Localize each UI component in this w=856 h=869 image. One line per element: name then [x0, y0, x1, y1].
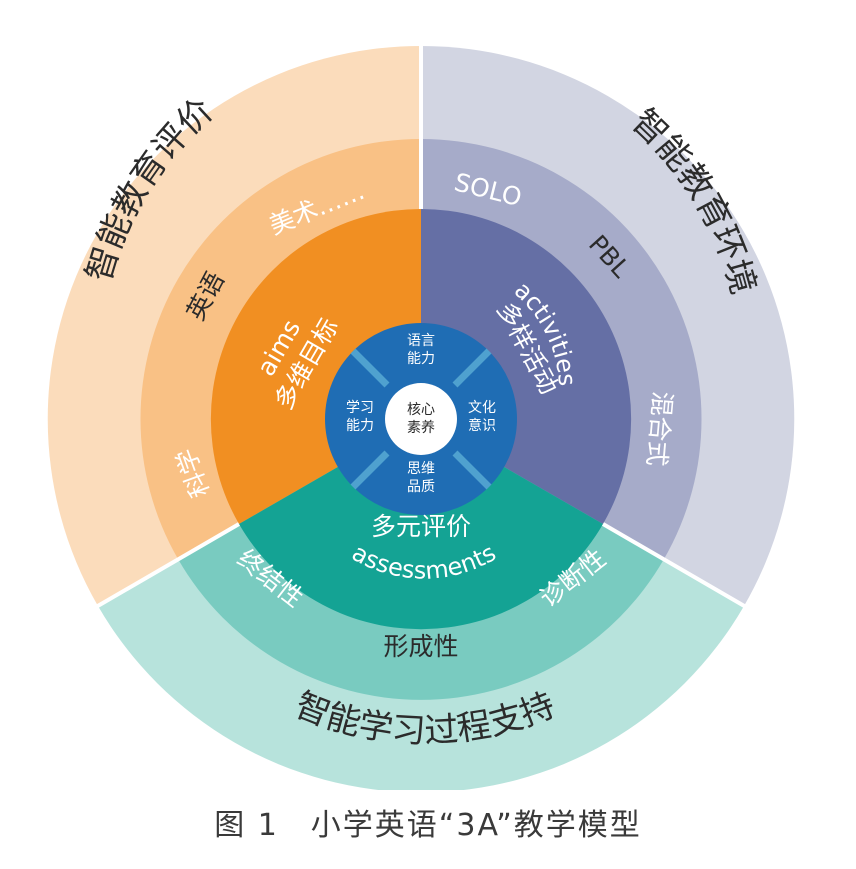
ring-dividers [94, 44, 748, 609]
inner-ring [210, 208, 632, 630]
inner-ring-segment-assessments [239, 419, 603, 630]
divider-lower-left [94, 522, 241, 609]
core-divider-se [452, 450, 492, 490]
core-label-culture-2: 意识 [468, 417, 496, 434]
center-label-core-2: 素养 [407, 420, 435, 436]
middle-label-formative: 形成性 [383, 632, 458, 661]
core-labels: 语言 能力 文化 意识 思维 品质 学习 能力 [346, 333, 496, 495]
core-center-disc [385, 383, 457, 455]
core-divider-nw [350, 348, 390, 388]
core-label-language-1: 语言 [407, 333, 435, 349]
3a-model-diagram: 智能教育评价 智能教育环境 智能学习过程支持 美术…… 英语 科学 SOLO P… [47, 44, 795, 790]
core-ring [325, 323, 517, 515]
core-divider-sw [350, 450, 390, 490]
core-divider-ne [452, 348, 492, 388]
center-label-core-1: 核心 [407, 402, 435, 418]
figure-caption: 图 1 小学英语“3A”教学模型 [214, 808, 642, 843]
center-labels: 核心 素养 [407, 402, 435, 436]
core-label-language-2: 能力 [407, 351, 435, 367]
core-label-thinking-1: 思维 [407, 461, 435, 477]
core-label-learning-1: 学习 [346, 400, 374, 416]
divider-lower-right [601, 522, 748, 609]
middle-label-blended: 混合式 [642, 390, 677, 467]
core-label-learning-2: 能力 [346, 418, 374, 434]
core-label-culture-1: 文化 [468, 400, 496, 416]
inner-label-assessments-zh: 多元评价 [371, 512, 471, 541]
core-label-thinking-2: 品质 [407, 479, 435, 495]
